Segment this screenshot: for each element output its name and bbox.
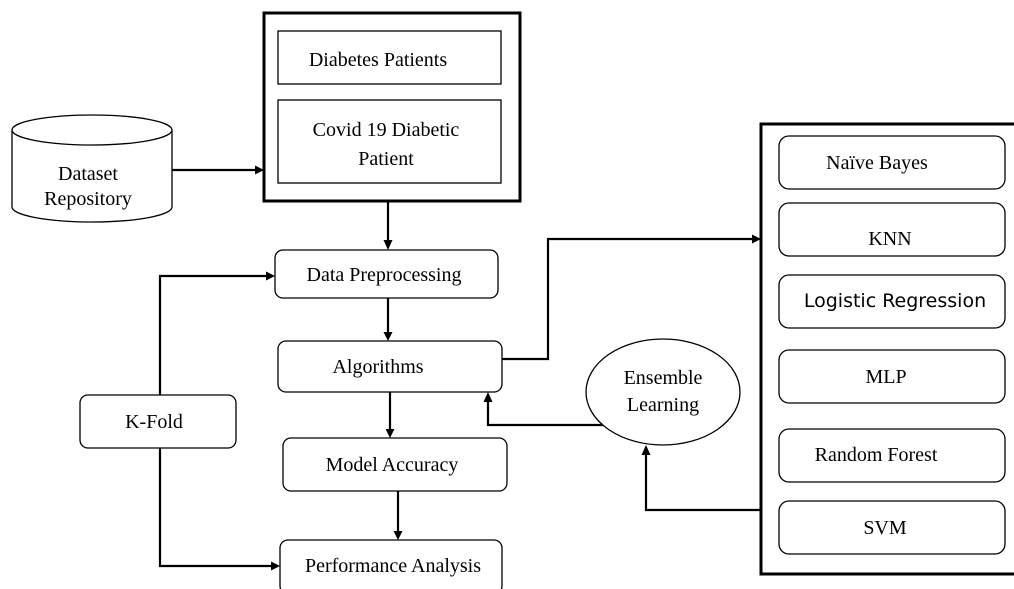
models-to-ensemble-arrowhead	[641, 445, 651, 455]
naive-bayes-label: Naïve Bayes	[826, 152, 928, 174]
ensemble-learning-ellipse	[585, 338, 741, 446]
diabetes-patients-box	[277, 30, 502, 85]
performance-analysis-box	[279, 539, 503, 589]
algorithms-to-models-arrowhead	[752, 234, 761, 244]
svm-label: SVM	[863, 517, 907, 539]
algorithms-label: Algorithms	[332, 356, 423, 378]
kfold-to-performance-connector	[158, 448, 271, 568]
knn-label: KNN	[868, 228, 911, 250]
accuracy-to-performance-arrowhead	[393, 531, 403, 540]
random-forest-label: Random Forest	[815, 444, 938, 466]
ensemble-to-algorithms-connector	[486, 402, 603, 427]
data-preprocessing-box	[274, 249, 499, 299]
algorithms-to-accuracy-arrowhead	[385, 429, 395, 438]
kfold-to-preprocessing-arrowhead	[266, 271, 275, 281]
mlp-label: MLP	[865, 366, 906, 388]
diabetes-patients-label: Diabetes Patients	[309, 49, 448, 71]
model-accuracy-box	[282, 437, 508, 492]
dataset-to-patients-arrowhead	[255, 165, 264, 175]
kfold-to-performance-arrowhead	[271, 561, 280, 571]
preprocessing-to-algorithms-arrowhead	[383, 332, 393, 341]
logistic-regression-label: Logistic Regression	[804, 290, 986, 312]
logistic-regression-box	[778, 274, 1006, 329]
performance-analysis-label: Performance Analysis	[305, 555, 481, 577]
svm-box	[778, 500, 1006, 555]
covid-diabetic-label-line1: Covid 19 Diabetic	[313, 119, 460, 141]
dataset-repository-label-line1: Dataset	[58, 163, 118, 185]
kfold-to-preprocessing-connector	[158, 274, 266, 395]
ensemble-learning-label-line2: Learning	[627, 394, 699, 416]
models-to-ensemble-connector	[644, 455, 761, 512]
data-preprocessing-label: Data Preprocessing	[307, 264, 462, 286]
covid-diabetic-box	[277, 99, 502, 184]
random-forest-box	[778, 428, 1006, 483]
models-frame	[759, 122, 1014, 576]
dataset-repository-label-line2: Repository	[44, 188, 132, 210]
knn-box	[778, 202, 1006, 257]
ensemble-learning-label-line1: Ensemble	[624, 367, 703, 389]
mlp-box	[778, 349, 1006, 404]
naive-bayes-box	[778, 135, 1006, 190]
model-accuracy-label: Model Accuracy	[326, 454, 459, 476]
covid-diabetic-label-line2: Patient	[358, 148, 414, 170]
ensemble-to-algorithms-arrowhead	[483, 392, 493, 402]
patients-to-preprocessing-arrowhead	[383, 240, 393, 250]
dataset-repository-cylinder	[11, 114, 173, 223]
algorithms-to-models-connector	[502, 237, 752, 361]
k-fold-label: K-Fold	[125, 411, 183, 433]
k-fold-box	[79, 394, 237, 449]
